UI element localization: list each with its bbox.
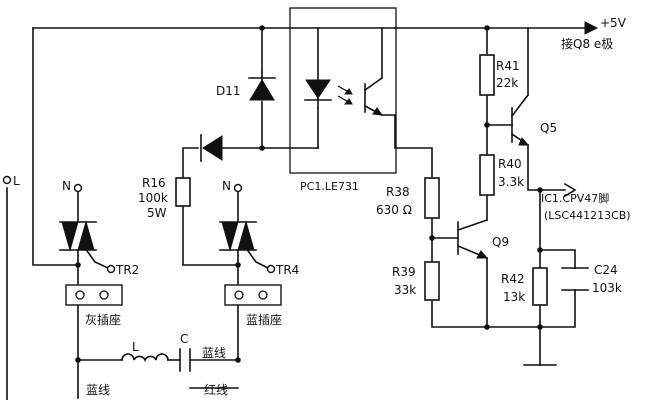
ic1-pin-label: IC1.CPV47脚 — [541, 191, 609, 205]
resistor-r41: R41 22k — [479, 54, 520, 96]
blue-socket: 蓝插座 — [224, 284, 282, 327]
ic1-output: IC1.CPV47脚 (LSC441213CB) — [541, 182, 631, 222]
resistor-r38: R38 630 Ω — [376, 177, 440, 219]
r41-name: R41 — [496, 59, 520, 73]
junction-dots — [75, 25, 543, 363]
q5-label: Q5 — [540, 121, 557, 135]
transistor-q9: Q9 — [456, 218, 509, 260]
wires — [6, 27, 586, 400]
triac-tr2: N TR2 — [59, 179, 139, 277]
plus5v-label: +5V — [600, 16, 627, 30]
r16-value: 100k — [138, 191, 168, 205]
r16-power: 5W — [147, 206, 167, 220]
triac-tr4: N TR4 — [219, 179, 299, 277]
diode-horizontal — [200, 134, 223, 162]
diode-d11: D11 — [216, 71, 276, 101]
inductor-l: L — [121, 340, 169, 362]
r40-name: R40 — [498, 157, 522, 171]
tr2-label: TR2 — [115, 263, 139, 277]
capacitor-c: C — [179, 332, 191, 372]
red-wire-label: 红线 — [204, 382, 228, 397]
r39-name: R39 — [392, 265, 416, 279]
r16-name: R16 — [142, 176, 166, 190]
blue-wire-right-label: 蓝线 — [202, 346, 226, 360]
gray-socket-label: 灰插座 — [85, 312, 121, 327]
l-terminal-label: L — [13, 174, 20, 188]
r38-name: R38 — [386, 185, 410, 199]
resistor-r42: R42 13k — [501, 267, 548, 306]
r38-value: 630 Ω — [376, 203, 412, 217]
gray-socket: 灰插座 — [65, 284, 123, 327]
tr4-label: TR4 — [275, 263, 299, 277]
inductor-label: L — [132, 340, 139, 354]
transistor-q5: Q5 — [510, 93, 557, 147]
r41-value: 22k — [496, 76, 518, 90]
r42-name: R42 — [501, 272, 525, 286]
capacitor-c24: C24 103k — [561, 263, 622, 295]
l-terminal: L — [2, 174, 20, 188]
resistor-r40: R40 3.3k — [479, 154, 524, 196]
capacitor-label: C — [180, 332, 188, 346]
c24-value: 103k — [592, 281, 622, 295]
plus5v-terminal: +5V 接Q8 e极 — [561, 16, 627, 51]
optocoupler-pc1: PC1.LE731 — [289, 7, 397, 193]
n-left-label: N — [62, 179, 71, 193]
blue-socket-label: 蓝插座 — [246, 312, 282, 327]
r42-value: 13k — [503, 290, 525, 304]
resistor-r39: R39 33k — [392, 261, 440, 301]
to-q8-e-label: 接Q8 e极 — [561, 36, 613, 51]
resistor-r16: R16 100k 5W — [138, 176, 191, 220]
n-right-label: N — [222, 179, 231, 193]
pc1-label: PC1.LE731 — [300, 180, 359, 193]
q9-label: Q9 — [492, 235, 509, 249]
blue-wire-left-label: 蓝线 — [86, 383, 110, 397]
d11-label: D11 — [216, 84, 241, 98]
r40-value: 3.3k — [498, 175, 524, 189]
c24-name: C24 — [594, 263, 618, 277]
r39-value: 33k — [394, 283, 416, 297]
ic1-part-label: (LSC441213CB) — [544, 209, 631, 222]
